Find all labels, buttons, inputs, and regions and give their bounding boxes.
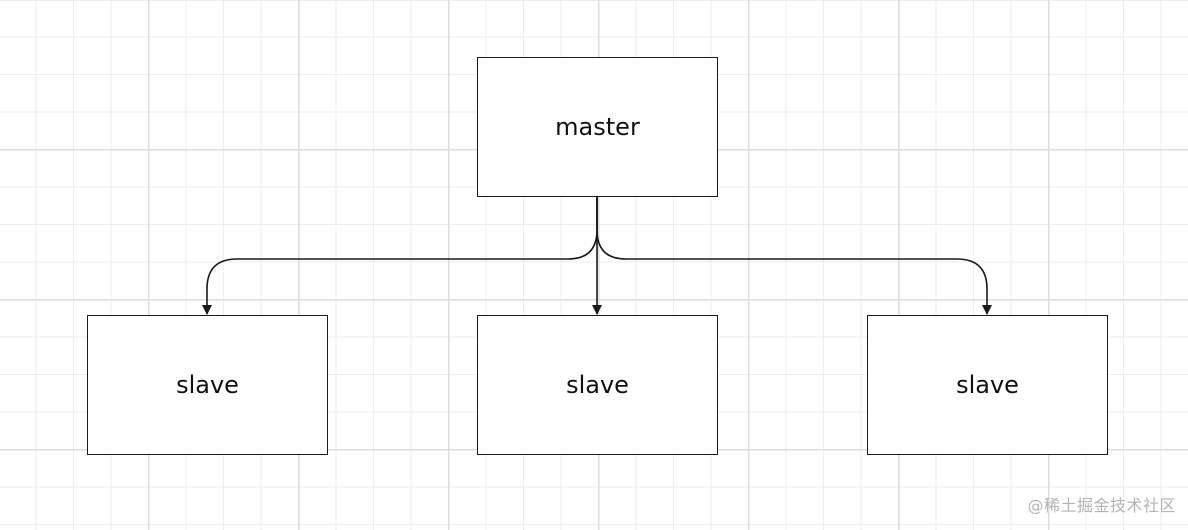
slave-node-label: slave: [956, 371, 1019, 399]
slave-node-center: slave: [477, 315, 718, 455]
slave-node-left: slave: [87, 315, 328, 455]
slave-node-label: slave: [566, 371, 629, 399]
edge-master-to-slave-left: [202, 197, 598, 315]
slave-node-label: slave: [176, 371, 239, 399]
edge-master-to-slave-right: [596, 197, 992, 315]
master-node-label: master: [555, 113, 640, 141]
slave-node-right: slave: [867, 315, 1108, 455]
watermark: @稀土掘金技术社区: [1027, 496, 1176, 515]
master-node: master: [477, 57, 718, 197]
